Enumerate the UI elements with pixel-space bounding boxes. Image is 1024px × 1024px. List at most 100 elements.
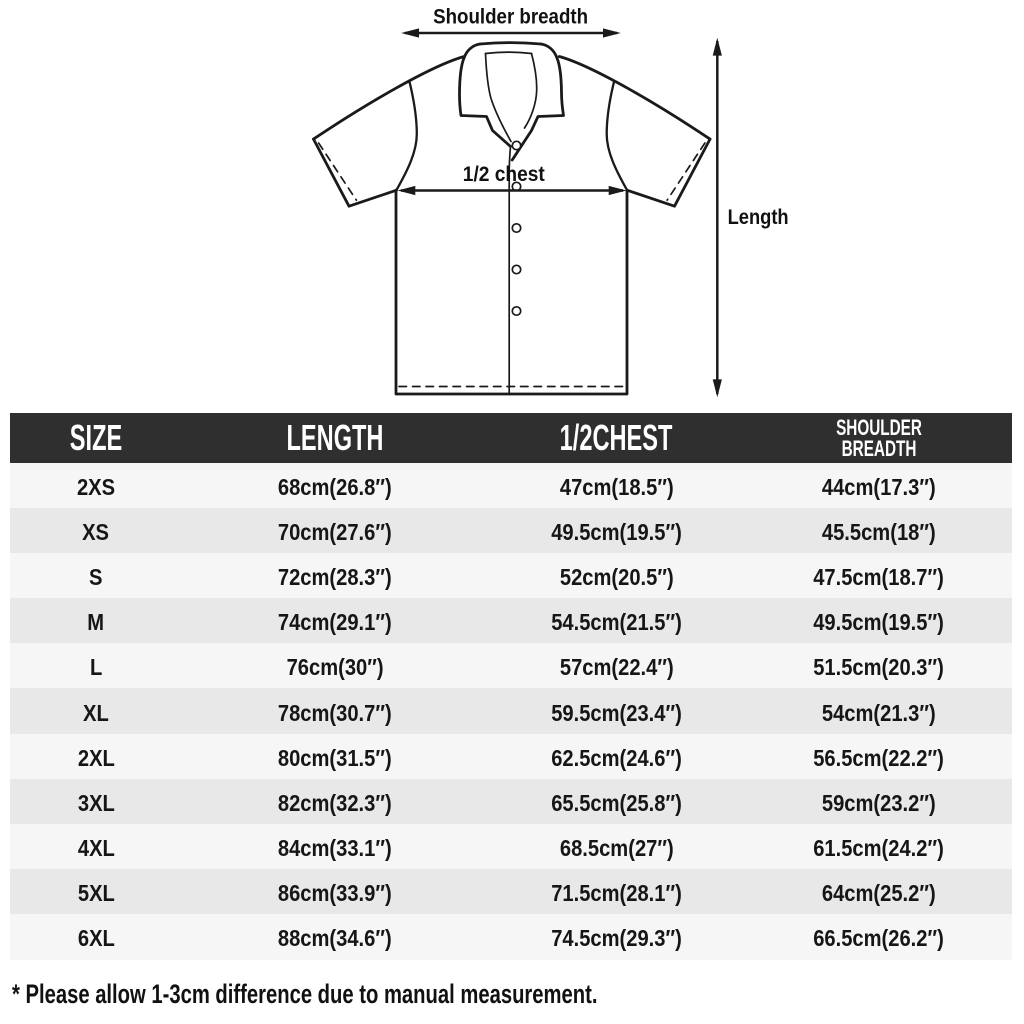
cell-length-value: 84cm(33.1″) [278,835,392,862]
cell-chest: 74.5cm(29.3″) [488,923,745,951]
cell-chest: 52cm(20.5″) [488,562,745,590]
cell-length-value: 86cm(33.9″) [278,880,392,907]
cell-length: 80cm(31.5″) [182,743,488,771]
cell-shoulder-value: 49.5cm(19.5″) [813,609,944,636]
cell-length-value: 68cm(26.8″) [278,473,392,500]
length-label: Length [728,206,789,229]
table-row: 6XL 88cm(34.6″) 74.5cm(29.3″) 66.5cm(26.2″) [10,914,1012,960]
cell-shoulder-value: 64cm(25.2″) [821,880,936,907]
cell-chest: 49.5cm(19.5″) [488,517,745,545]
cell-size-value: 2XS [76,473,116,500]
cell-chest-value: 52cm(20.5″) [559,563,674,590]
cell-shoulder: 59cm(23.2″) [745,788,1012,816]
cell-shoulder-value: 51.5cm(20.3″) [813,654,944,681]
cell-chest: 71.5cm(28.1″) [488,878,745,907]
cell-size: S [10,562,182,590]
cell-length-value: 88cm(34.6″) [278,925,392,952]
header-cell-size: SIZE [10,417,182,459]
cell-length: 70cm(27.6″) [182,517,488,545]
cell-length-value: 82cm(32.3″) [278,789,392,816]
header-label-chest: 1/2CHEST [560,416,673,458]
cell-size-value: XL [83,699,109,726]
shirt-buttons [511,140,522,317]
cell-size-value: 6XL [77,925,115,952]
cell-size: 4XL [10,833,182,861]
shirt-collar [458,41,565,162]
cell-size: XL [10,698,182,726]
cell-length: 76cm(30″) [182,652,488,680]
shirt-size-diagram: Shoulder breadth 1/2 chest Length [312,5,789,398]
cell-shoulder: 51.5cm(20.3″) [745,652,1012,681]
cell-shoulder-value: 66.5cm(26.2″) [813,925,944,952]
half-chest-label: 1/2 chest [463,163,545,186]
cell-shoulder: 49.5cm(19.5″) [745,607,1012,636]
cell-shoulder: 45.5cm(18″) [745,517,1012,545]
cell-chest-value: 71.5cm(28.1″) [551,880,682,907]
cell-chest-value: 62.5cm(24.6″) [551,744,682,771]
cell-size: 2XL [10,743,182,771]
cell-chest: 65.5cm(25.8″) [488,788,745,816]
cell-size: M [10,607,182,636]
size-chart-table: SIZE LENGTH 1/2CHEST SHOULDER BREADTH 2X… [10,413,1012,960]
cell-chest: 57cm(22.4″) [488,652,745,680]
length-arrow [712,37,722,398]
shirt-left-sleeve [312,55,466,208]
cell-chest-value: 68.5cm(27″) [559,835,674,862]
cell-length-value: 72cm(28.3″) [278,563,392,590]
cell-shoulder: 66.5cm(26.2″) [745,923,1012,952]
shirt-body [394,145,629,396]
cell-size-value: M [87,609,105,636]
cell-shoulder-value: 54cm(21.3″) [821,699,936,726]
cell-chest: 59.5cm(23.4″) [488,698,745,726]
cell-shoulder-value: 47.5cm(18.7″) [813,563,944,590]
table-row: XL 78cm(30.7″) 59.5cm(23.4″) 54cm(21.3″) [10,688,1012,734]
table-row: L 76cm(30″)57cm(22.4″) 51.5cm(20.3″) [10,643,1012,689]
cell-shoulder-value: 56.5cm(22.2″) [813,744,944,771]
cell-length: 78cm(30.7″) [182,698,488,726]
cell-length-value: 74cm(29.1″) [278,609,392,636]
cell-shoulder: 47.5cm(18.7″) [745,562,1012,590]
cell-shoulder-value: 44cm(17.3″) [821,473,936,500]
shirt-drawing [312,41,712,396]
table-row: 3XL 82cm(32.3″) 65.5cm(25.8″) 59cm(23.2″) [10,778,1012,824]
table-row: 4XL 84cm(33.1″) 68.5cm(27″) 61.5cm(24.2″) [10,824,1012,870]
cell-length-value: 70cm(27.6″) [278,518,392,545]
cell-length: 84cm(33.1″) [182,833,488,862]
cell-length: 72cm(28.3″) [182,562,488,590]
cell-size: XS [10,517,182,545]
cell-size-value: 3XL [77,789,115,816]
shirt-right-sleeve [557,55,712,208]
cell-length-value: 80cm(31.5″) [278,744,392,771]
table-row: 5XL 86cm(33.9″) 71.5cm(28.1″) 64cm(25.2″) [10,869,1012,915]
cell-length: 68cm(26.8″) [182,472,488,500]
cell-shoulder-value: 61.5cm(24.2″) [813,835,944,862]
cell-size: 6XL [10,923,182,952]
cell-shoulder: 54cm(21.3″) [745,698,1012,726]
header-label-size: SIZE [69,416,123,458]
cell-length: 74cm(29.1″) [182,607,488,636]
cell-chest-value: 54.5cm(21.5″) [551,609,682,636]
cell-size: L [10,652,182,681]
cell-size-value: L [89,654,103,681]
table-header-row: SIZE LENGTH 1/2CHEST SHOULDER BREADTH [10,413,1012,463]
cell-chest: 62.5cm(24.6″) [488,743,745,771]
cell-chest-value: 49.5cm(19.5″) [551,518,682,545]
cell-size: 3XL [10,788,182,816]
cell-chest-value: 65.5cm(25.8″) [551,789,682,816]
header-cell-chest: 1/2CHEST [488,417,745,459]
shoulder-breadth-label: Shoulder breadth [433,5,588,28]
cell-size-value: 5XL [77,880,115,907]
cell-size: 2XS [10,472,182,500]
cell-chest-value: 59.5cm(23.4″) [551,699,682,726]
table-row: M 74cm(29.1″) 54.5cm(21.5″) 49.5cm(19.5″) [10,598,1012,644]
header-cell-length: LENGTH [182,417,488,459]
half-chest-arrow [397,185,627,196]
cell-shoulder-value: 45.5cm(18″) [821,518,936,545]
table-row: XS 70cm(27.6″) 49.5cm(19.5″) 45.5cm(18″) [10,507,1012,553]
cell-shoulder: 56.5cm(22.2″) [745,743,1012,771]
cell-length: 86cm(33.9″) [182,878,488,907]
cell-size-value: S [89,563,103,590]
header-label-shoulder: SHOULDER BREADTH [835,414,922,461]
shoulder-breadth-arrow [401,28,621,38]
